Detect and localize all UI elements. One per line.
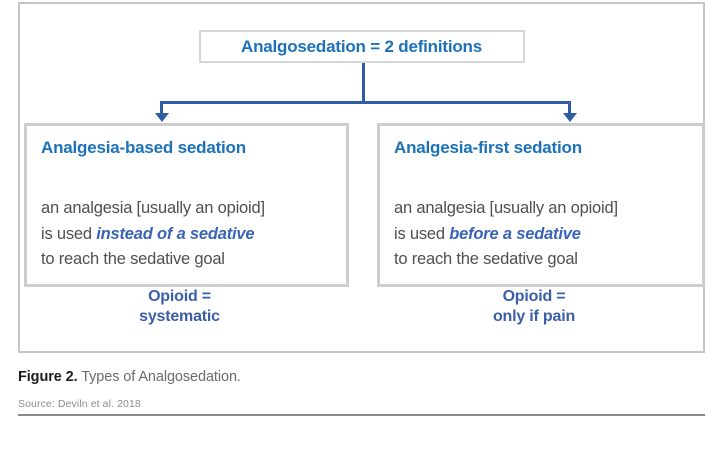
definition-box-analgesia-first: Analgesia-first sedation an analgesia [u… <box>377 123 705 287</box>
body-line: an analgesia [usually an opioid] <box>394 199 618 217</box>
body-line: an analgesia [usually an opioid] <box>41 199 265 217</box>
connector-stem-top <box>362 63 365 101</box>
source-line: Source: Deviln et al. 2018 <box>18 398 141 410</box>
body-line: is used before a sedative <box>394 222 702 248</box>
note-line: Opioid = <box>148 288 211 305</box>
arrow-down-icon <box>155 113 169 122</box>
body-line-emphasis: instead of a sedative <box>96 224 255 243</box>
figure-caption-text: Types of Analgosedation. <box>77 369 241 385</box>
body-line-prefix: is used <box>394 224 450 243</box>
note-line: only if pain <box>492 308 576 325</box>
arrow-down-icon <box>563 113 577 122</box>
note-analgesia-based: Opioid = systematic <box>24 287 335 327</box>
figure-label: Figure 2. <box>18 369 78 385</box>
body-line-emphasis: before a sedative <box>449 224 581 243</box>
definition-title: Analgesia-first sedation <box>394 138 582 157</box>
connector-stem-right <box>568 101 571 114</box>
body-line: is used instead of a sedative <box>41 222 346 248</box>
body-line: to reach the sedative goal <box>394 250 578 268</box>
note-line: Opioid = <box>502 288 566 305</box>
definition-title: Analgesia-based sedation <box>41 138 246 157</box>
definition-box-analgesia-based: Analgesia-based sedation an analgesia [u… <box>24 123 349 287</box>
bottom-divider <box>18 414 705 416</box>
body-line: to reach the sedative goal <box>41 250 225 268</box>
body-line-prefix: is used <box>41 224 97 243</box>
definition-body: an analgesia [usually an opioid] is used… <box>41 196 346 273</box>
definition-body: an analgesia [usually an opioid] is used… <box>394 196 702 273</box>
figure-caption: Figure 2. Types of Analgosedation. <box>18 369 241 385</box>
connector-stem-left <box>160 101 163 114</box>
note-line: systematic <box>139 308 220 325</box>
connector-horizontal <box>160 101 571 104</box>
note-analgesia-first: Opioid = only if pain <box>377 287 691 327</box>
root-definition-box: Analgosedation = 2 definitions <box>198 30 525 63</box>
root-definition-label: Analgosedation = 2 definitions <box>241 36 482 56</box>
diagram-frame: Analgosedation = 2 definitions Analgesia… <box>18 2 705 353</box>
